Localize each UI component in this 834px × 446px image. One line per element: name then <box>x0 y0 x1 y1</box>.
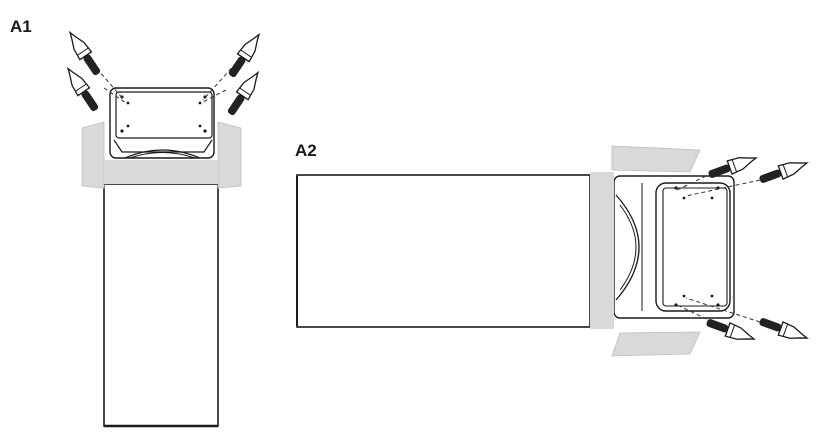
a1-carton-body <box>103 183 219 427</box>
a2-spike-2 <box>756 155 811 188</box>
a2-spike-4 <box>756 313 811 346</box>
a2-carton-body <box>296 174 591 328</box>
a1-speaker-cabinet <box>109 87 215 159</box>
panel-label-a1: A1 <box>10 17 32 36</box>
panel-a2 <box>296 145 811 357</box>
a2-guide-lines <box>676 175 761 323</box>
a1-spike-4 <box>223 67 265 119</box>
panel-a1 <box>61 27 266 428</box>
panel-label-a2: A2 <box>295 141 317 160</box>
a2-spike-3 <box>703 314 758 347</box>
a1-carton-flaps <box>81 121 242 189</box>
a1-spike-3 <box>224 29 266 81</box>
a2-speaker-cabinet <box>613 175 735 319</box>
a2-carton-flaps <box>590 145 701 357</box>
